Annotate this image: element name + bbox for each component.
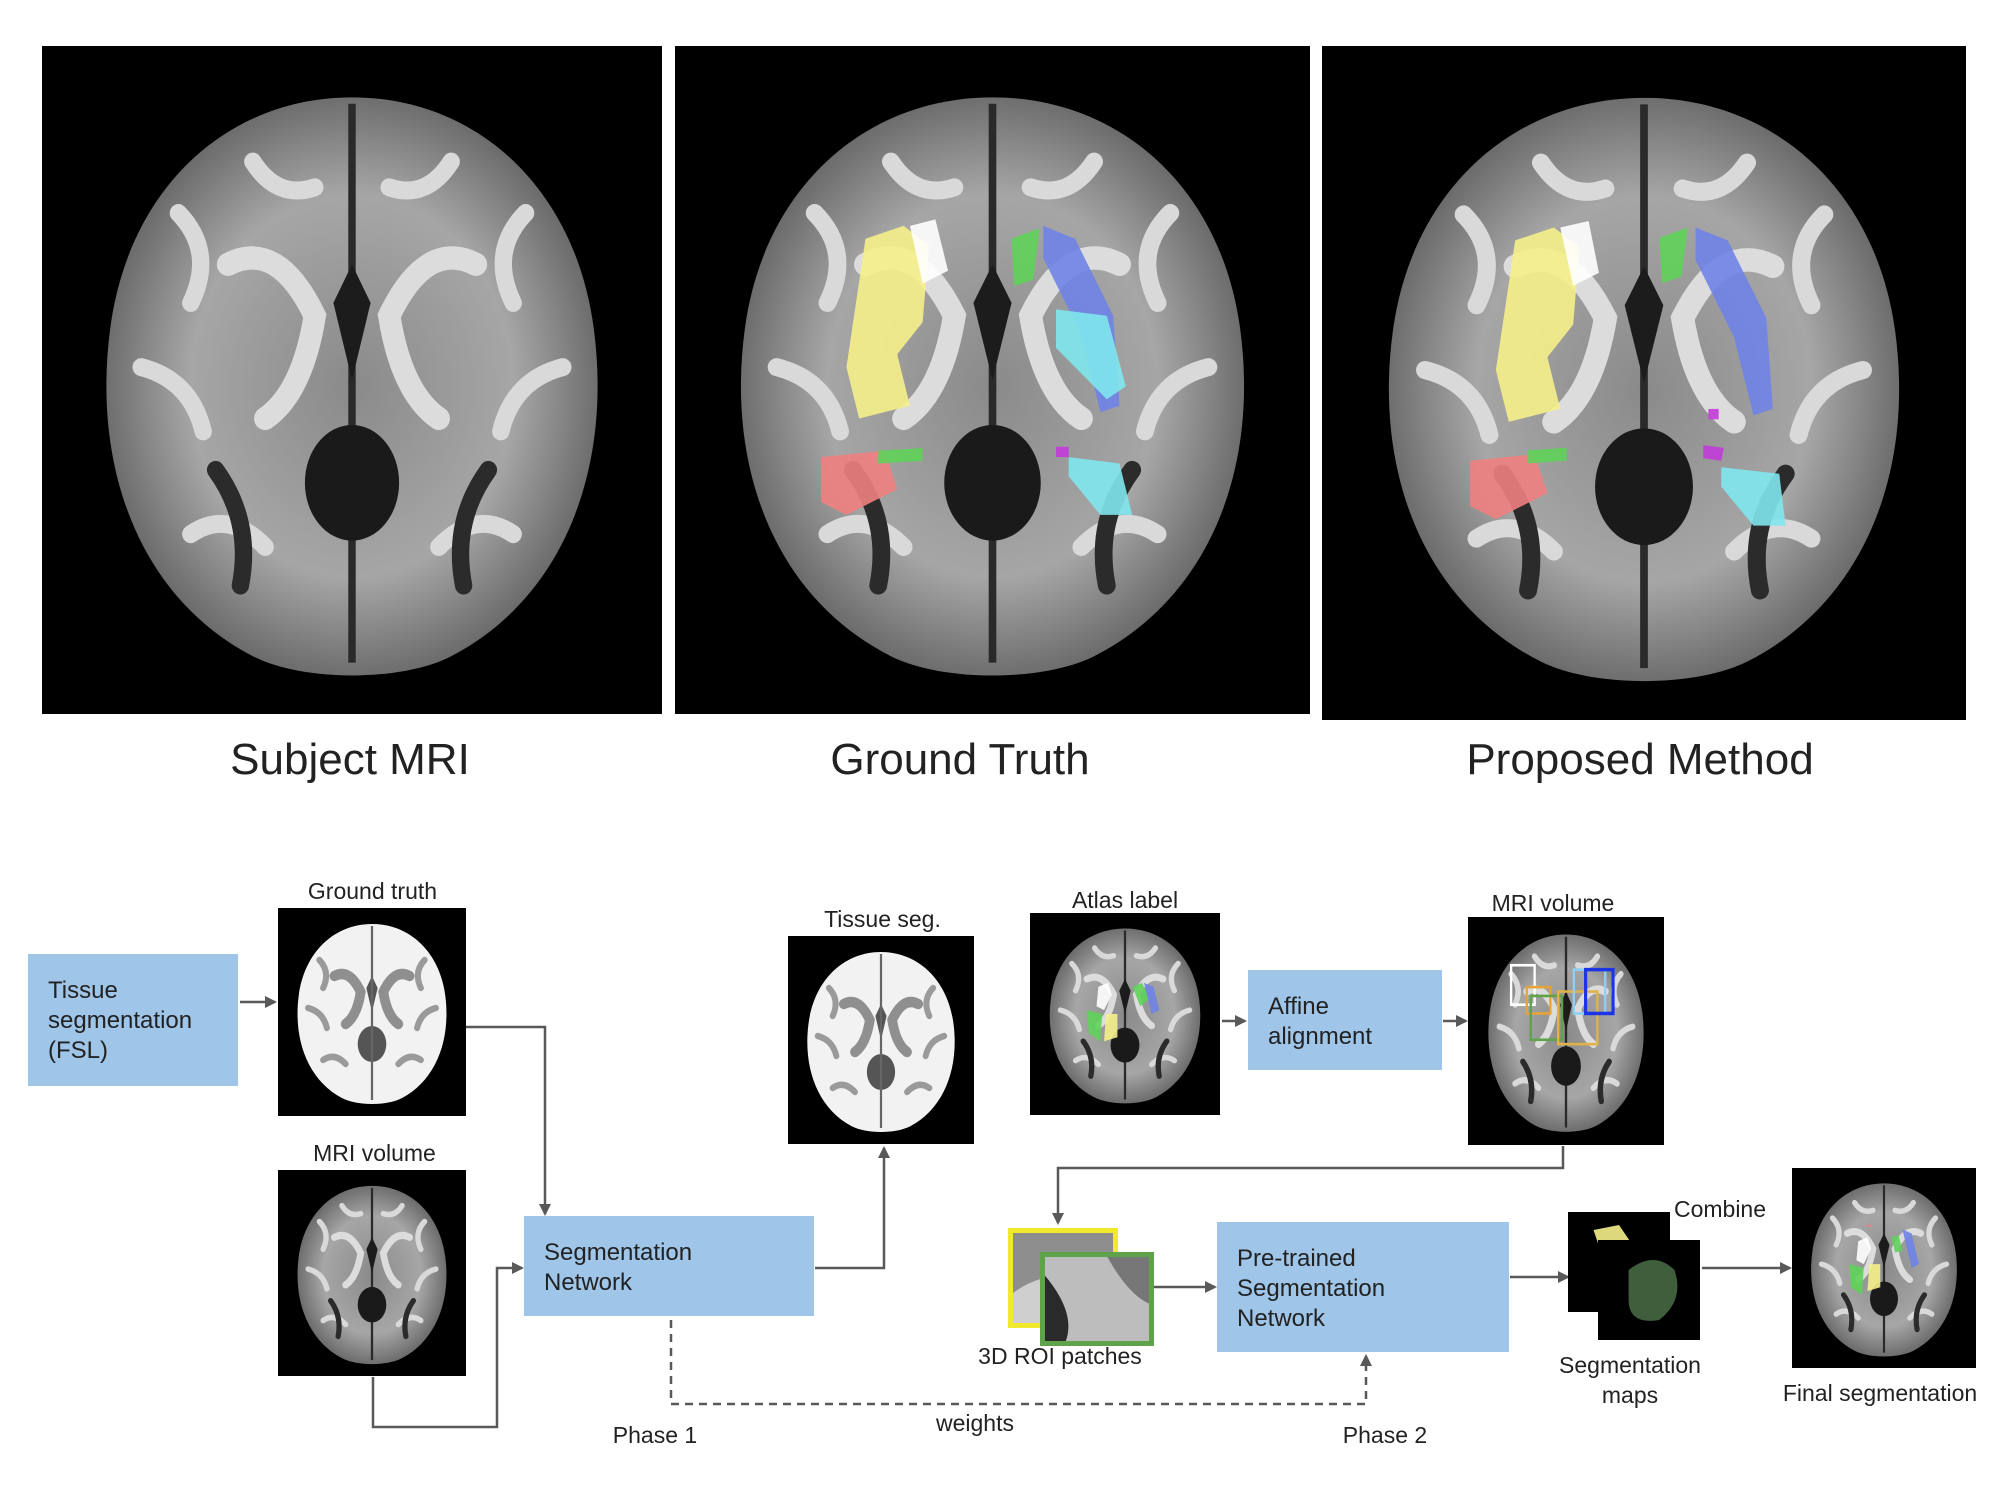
box-line: Network: [544, 1269, 633, 1296]
box-line: Network: [1237, 1305, 1326, 1332]
segmentation-network-box: Segmentation Network: [524, 1216, 814, 1316]
box-line: (FSL): [48, 1037, 108, 1064]
label-weights: weights: [936, 1410, 1014, 1436]
tissue-segmentation-fsl-box: Tissue segmentation (FSL): [28, 954, 238, 1086]
box-line: Segmentation: [544, 1239, 693, 1266]
arrow-network-to-tissue-seg: [815, 1146, 890, 1270]
mri-volume-thumbnail-right: [1468, 917, 1664, 1145]
label-final-segmentation: Final segmentation: [1782, 1380, 1978, 1406]
ground-truth-thumbnail: [278, 908, 466, 1116]
caption-proposed-method: Proposed Method: [1466, 735, 1814, 784]
label-atlas-label: Atlas label: [1071, 887, 1179, 913]
box-line: alignment: [1268, 1023, 1373, 1050]
caption-subject-mri: Subject MRI: [230, 735, 470, 784]
label-mri-volume-right: MRI volume: [1491, 890, 1615, 916]
box-line: segmentation: [48, 1007, 193, 1034]
pretrained-segmentation-network-box: Pre-trained Segmentation Network: [1217, 1222, 1509, 1352]
mri-volume-thumbnail-left: [278, 1170, 466, 1376]
final-segmentation-thumbnail: [1792, 1168, 1976, 1368]
label-3d-roi-patches: 3D ROI patches: [978, 1343, 1142, 1369]
subject-mri-image: [42, 46, 662, 714]
box-line: Pre-trained: [1237, 1245, 1356, 1272]
label-phase-2: Phase 2: [1342, 1422, 1428, 1448]
box-line: Tissue: [48, 977, 118, 1004]
box-line: Segmentation: [1237, 1275, 1386, 1302]
label-tissue-seg: Tissue seg.: [824, 906, 941, 932]
label-segmentation-maps-line2: maps: [1601, 1382, 1659, 1408]
atlas-label-thumbnail: [1030, 913, 1220, 1115]
arrow-ground-truth-to-network: [466, 1025, 551, 1216]
proposed-method-image: [1322, 46, 1966, 720]
label-mri-volume-left: MRI volume: [313, 1140, 436, 1166]
caption-ground-truth: Ground Truth: [830, 735, 1090, 784]
arrow-mri-volume-to-roi: [1052, 1146, 1565, 1225]
label-phase-1: Phase 1: [612, 1422, 698, 1448]
tissue-seg-thumbnail: [788, 936, 974, 1144]
roi-patch-green: [1040, 1252, 1154, 1346]
label-segmentation-maps-line1: Segmentation: [1559, 1352, 1701, 1378]
label-ground-truth: Ground truth: [307, 878, 438, 904]
box-line: Affine: [1268, 993, 1329, 1020]
label-combine: Combine: [1673, 1196, 1767, 1222]
affine-alignment-box: Affine alignment: [1248, 970, 1442, 1070]
ground-truth-image: [675, 46, 1310, 714]
segmentation-map-front: [1598, 1240, 1700, 1340]
